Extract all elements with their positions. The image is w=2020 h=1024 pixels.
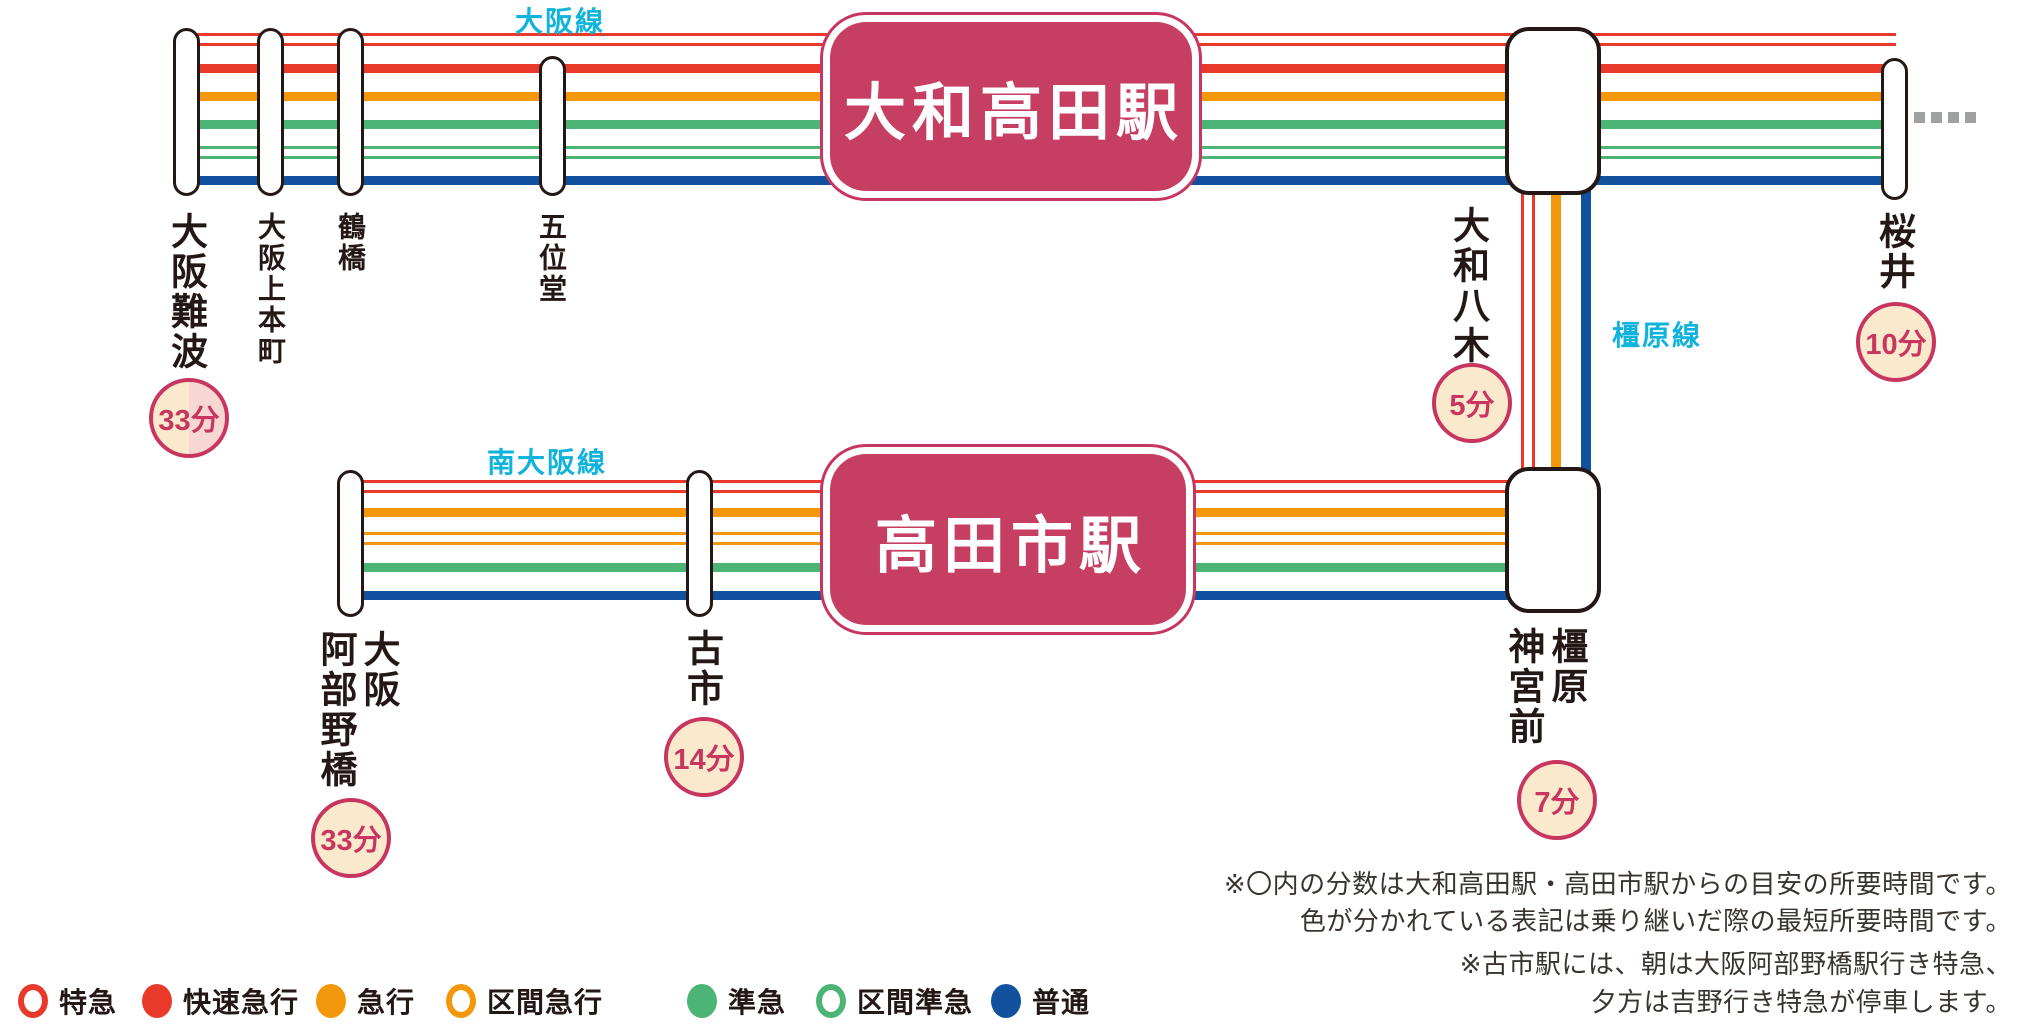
station-pill-osaka-uehommachi <box>257 28 284 196</box>
legend-item-express: 急行 <box>316 982 415 1020</box>
dash <box>1965 112 1976 123</box>
station-pill-goido <box>539 56 566 196</box>
station-box-kashiharajingu-mae <box>1505 467 1601 613</box>
station-label-osaka-abenobashi-col-right: 大阪 <box>358 630 399 710</box>
note-line-4: 夕方は吉野行き特急が停車します。 <box>1590 987 2012 1017</box>
station-label-kashiharajingu-mae-col-left: 神宮前 <box>1503 627 1544 747</box>
station-label-osaka-abenobashi: 阿部野橋 大阪 <box>315 630 399 790</box>
legend-label-limited-express: 特急 <box>59 987 118 1018</box>
note-line-2: 色が分かれている表記は乗り継いだ際の最短所要時間です。 <box>1299 906 2012 936</box>
station-label-kashiharajingu-mae-col-right: 橿原 <box>1546 627 1587 707</box>
time-badge-osaka-namba: 33分 <box>149 378 229 458</box>
station-box-yamato-yagi <box>1505 27 1601 195</box>
time-badge-sakurai: 10分 <box>1856 302 1936 382</box>
dash <box>1931 112 1942 123</box>
hub-badge-takadashi-label: 高田市駅 <box>830 454 1186 625</box>
legend-swatch-semi-express-icon <box>687 984 717 1018</box>
station-pill-tsuruhashi <box>337 28 364 196</box>
hub-badge-takadashi: 高田市駅 <box>820 444 1196 635</box>
time-badge-kashiharajingu-mae-value: 7分 <box>1534 787 1580 819</box>
station-pill-osaka-abenobashi <box>337 470 364 617</box>
legend-swatch-express-icon <box>316 984 346 1018</box>
time-badge-sakurai-value: 10分 <box>1865 329 1927 361</box>
line-continues-dashes <box>1914 112 1976 123</box>
legend-swatch-rapid-express-icon <box>142 984 172 1018</box>
time-badge-yamato-yagi-value: 5分 <box>1449 390 1495 422</box>
hub-badge-yamato-takada-label: 大和高田駅 <box>830 22 1192 191</box>
legend-label-suburban-express: 区間急行 <box>487 987 604 1018</box>
station-label-tsuruhashi: 鶴橋 <box>335 212 366 274</box>
kashihara-local <box>1581 190 1591 475</box>
station-label-kashiharajingu-mae: 神宮前 橿原 <box>1503 627 1587 747</box>
line-label-osaka: 大阪線 <box>515 6 606 37</box>
note-line-3: ※古市駅には、朝は大阪阿部野橋駅行き特急、 <box>1459 949 2012 979</box>
time-badge-osaka-abenobashi: 33分 <box>311 798 391 878</box>
note-line-1: ※〇内の分数は大和高田駅・高田市駅からの目安の所要時間です。 <box>1223 869 2012 899</box>
station-pill-sakurai <box>1881 58 1908 200</box>
legend-item-suburban-express: 区間急行 <box>446 982 603 1020</box>
dash <box>1948 112 1959 123</box>
time-badge-yamato-yagi: 5分 <box>1432 363 1512 443</box>
station-label-furuichi: 古市 <box>681 629 723 709</box>
station-label-osaka-namba: 大阪難波 <box>165 212 207 372</box>
legend-swatch-limited-express-icon <box>18 984 48 1018</box>
legend-item-semi-express: 準急 <box>687 982 786 1020</box>
legend-label-suburban-semi-express: 区間準急 <box>857 987 974 1018</box>
legend-label-express: 急行 <box>357 987 416 1018</box>
station-label-yamato-yagi: 大和八木 <box>1447 206 1489 366</box>
time-badge-furuichi-value: 14分 <box>673 744 735 776</box>
line-label-minami-osaka: 南大阪線 <box>487 447 608 478</box>
legend-item-local: 普通 <box>991 982 1090 1020</box>
station-label-osaka-uehommachi: 大阪上本町 <box>255 212 286 367</box>
line-label-kashihara: 橿原線 <box>1612 320 1703 351</box>
station-pill-furuichi <box>686 470 713 617</box>
legend-swatch-local-icon <box>991 984 1021 1018</box>
legend-swatch-suburban-semi-express-icon <box>816 984 846 1018</box>
legend-item-rapid-express: 快速急行 <box>142 982 299 1020</box>
time-badge-osaka-abenobashi-value: 33分 <box>320 825 382 857</box>
legend-swatch-suburban-express-icon <box>446 984 476 1018</box>
station-label-goido: 五位堂 <box>536 212 567 305</box>
kashihara-express <box>1551 190 1561 475</box>
dash <box>1914 112 1925 123</box>
legend-label-semi-express: 準急 <box>728 987 787 1018</box>
station-label-osaka-abenobashi-col-left: 阿部野橋 <box>315 630 356 790</box>
legend-item-suburban-semi-express: 区間準急 <box>816 982 973 1020</box>
time-badge-osaka-namba-value: 33分 <box>158 405 220 437</box>
legend-item-limited-express: 特急 <box>18 982 117 1020</box>
station-label-sakurai: 桜井 <box>1873 212 1915 292</box>
legend-label-local: 普通 <box>1032 987 1091 1018</box>
legend-label-rapid-express: 快速急行 <box>183 987 300 1018</box>
time-badge-kashiharajingu-mae: 7分 <box>1517 760 1597 840</box>
time-badge-furuichi: 14分 <box>664 717 744 797</box>
station-pill-osaka-namba <box>173 28 200 196</box>
kashihara-limited-express <box>1521 190 1535 475</box>
hub-badge-yamato-takada: 大和高田駅 <box>820 12 1202 201</box>
